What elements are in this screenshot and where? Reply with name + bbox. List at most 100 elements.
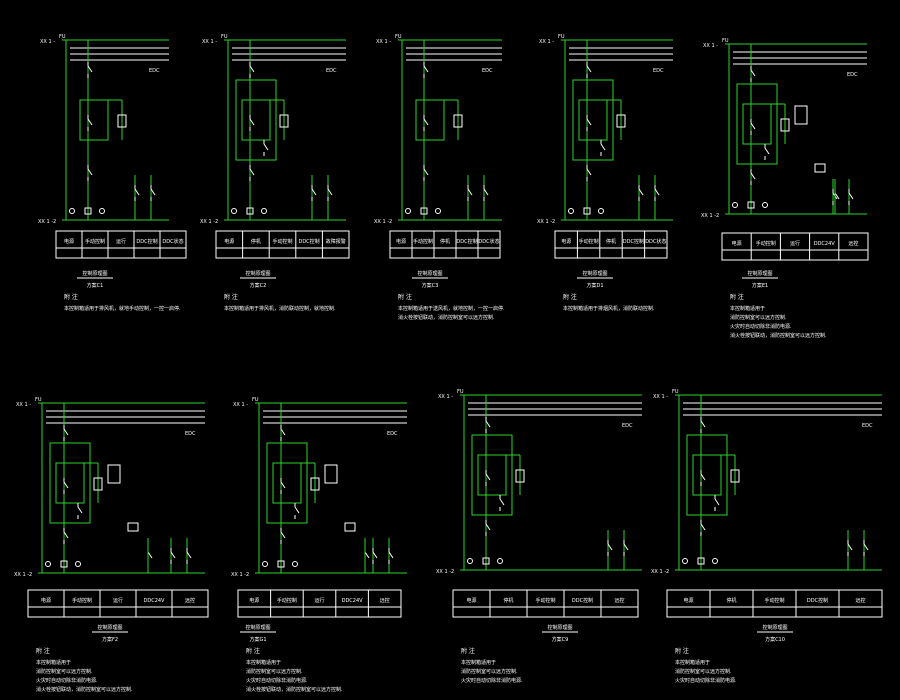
- contact-blade: [638, 188, 644, 196]
- function-table: [452, 589, 639, 618]
- table-header-cell: 故障报警: [326, 238, 346, 245]
- relay-frame: [692, 454, 722, 496]
- contact-blade: [586, 65, 592, 73]
- bottom-bus-label: XX 1 -2: [14, 572, 32, 578]
- interlock-frame: [736, 83, 778, 165]
- diagram-subtitle: 方案D1: [586, 282, 603, 289]
- table-header-cell: 电源: [683, 597, 693, 604]
- notes-line: 消防控制室可以远方控制.: [246, 668, 303, 675]
- contactor-coil: [583, 207, 591, 215]
- contact-blade: [249, 65, 255, 73]
- indicator-lamp: [568, 208, 574, 214]
- relay-coil: [117, 114, 127, 128]
- function-table: [389, 230, 501, 259]
- indicator-lamp: [261, 208, 267, 214]
- contact-blade: [750, 172, 756, 180]
- relay-frame: [272, 462, 302, 504]
- contact-blade: [700, 420, 706, 428]
- top-bus-label: XX 1 -: [40, 39, 55, 45]
- function-table: [237, 589, 402, 618]
- diagram-title: 控制原理图: [547, 624, 572, 631]
- table-header-cell: DDC控制: [298, 238, 319, 245]
- notes-heading: 附 注: [224, 293, 238, 301]
- notes-line: 消火栓按钮联动，消防控制室可以远方控制.: [398, 314, 495, 321]
- ddc-tag: EDC: [482, 68, 493, 74]
- breaker-label: FU: [558, 34, 565, 40]
- contact-blade: [63, 481, 69, 489]
- bottom-bus-label: XX 1 -2: [200, 219, 218, 225]
- notes-line: 消火栓按钮联动，消防控制室可以远方控制.: [730, 332, 827, 339]
- table-header-cell: 电源: [561, 238, 571, 245]
- table-header-cell: 停机: [503, 597, 513, 604]
- contactor-coil: [246, 207, 254, 215]
- relay-frame: [241, 99, 271, 141]
- ddc-tag: EDC: [149, 68, 160, 74]
- indicator-lamp: [467, 558, 473, 564]
- contactor-coil: [697, 557, 705, 565]
- aux-coil: [344, 522, 356, 532]
- function-table: [721, 232, 869, 261]
- notes-line: 本控制箱适用于排风机，消防联动控制，就地控制.: [224, 305, 336, 312]
- function-table: [27, 589, 209, 618]
- contact-blade: [186, 551, 192, 559]
- contact-blade: [485, 523, 491, 531]
- top-bus-label: XX 1 -: [438, 394, 453, 400]
- table-header-cell: 电源: [64, 238, 74, 245]
- table-header-cell: 手动控制: [764, 597, 784, 604]
- table-header-cell: 手动控制: [756, 240, 776, 247]
- contactor-coil: [420, 207, 428, 215]
- relay-frame: [578, 99, 608, 141]
- table-header-cell: 电源: [41, 597, 51, 604]
- breaker-label: FU: [221, 34, 228, 40]
- table-header-cell: 手动控制: [72, 597, 92, 604]
- breaker-label: FU: [59, 34, 66, 40]
- relay-coil: [279, 114, 289, 128]
- contact-blade: [87, 118, 93, 126]
- diagram-subtitle: 方案C10: [765, 636, 785, 643]
- notes-heading: 附 注: [563, 293, 577, 301]
- interlock-frame: [235, 79, 277, 161]
- bottom-bus-label: XX 1 -2: [651, 569, 669, 575]
- table-header-cell: DDC控制: [456, 238, 477, 245]
- notes-heading: 附 注: [675, 647, 689, 655]
- contact-blade: [364, 551, 370, 559]
- table-header-cell: 远控: [185, 597, 195, 604]
- bottom-bus-label: XX 1 -2: [436, 569, 454, 575]
- timer-relay: [324, 464, 338, 484]
- contactor-coil: [747, 201, 755, 209]
- table-header-cell: DDC状态: [645, 238, 666, 245]
- contact-blade: [423, 118, 429, 126]
- aux-coil: [814, 163, 826, 173]
- interlock-frame: [471, 434, 513, 516]
- notes-line: 火灾时自动切除非消防电源.: [675, 677, 737, 684]
- contact-blade: [485, 420, 491, 428]
- ddc-tag: EDC: [622, 423, 633, 429]
- contactor-coil: [482, 557, 490, 565]
- table-header-cell: DDC控制: [136, 238, 157, 245]
- table-header-cell: 运行: [116, 238, 126, 245]
- table-header-cell: 远控: [848, 240, 858, 247]
- notes-line: 本控制箱适用于送风机，就地控制，一控一启停.: [398, 305, 505, 312]
- contact-blade: [249, 118, 255, 126]
- table-header-cell: 电源: [224, 238, 234, 245]
- bottom-bus-label: XX 1 -2: [38, 219, 56, 225]
- diagram-subtitle: 方案C3: [422, 282, 439, 289]
- relay-frame: [55, 462, 85, 504]
- indicator-lamp: [99, 208, 105, 214]
- contact-blade: [700, 523, 706, 531]
- contact-blade: [600, 143, 606, 151]
- breaker-label: FU: [457, 389, 464, 395]
- bottom-bus-label: XX 1 -2: [231, 572, 249, 578]
- timer-relay: [794, 105, 808, 125]
- contact-blade: [499, 498, 505, 506]
- table-header-cell: 远控: [380, 597, 390, 604]
- ddc-tag: EDC: [185, 431, 196, 437]
- table-header-cell: 停机: [606, 238, 616, 245]
- aux-coil: [127, 522, 139, 532]
- contact-blade: [483, 188, 489, 196]
